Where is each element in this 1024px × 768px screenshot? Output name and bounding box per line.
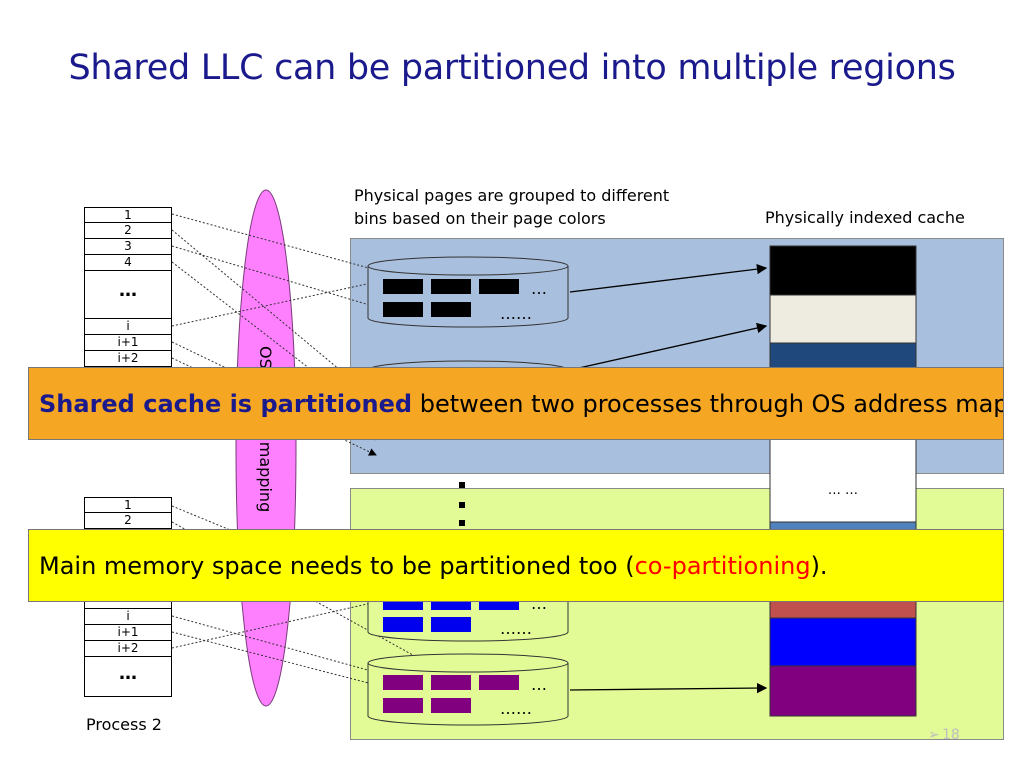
- bins-caption-line1: Physical pages are grouped to different: [354, 186, 670, 205]
- page-row: i: [84, 319, 172, 335]
- bin-cylinder-black: … ……: [367, 256, 569, 328]
- bin-cylinder-purple: … ……: [367, 653, 569, 726]
- page-row: i+1: [84, 335, 172, 351]
- svg-text:……: ……: [500, 699, 532, 718]
- svg-text:… …: … …: [828, 483, 858, 498]
- page-row-ellipsis: …: [84, 271, 172, 319]
- page-row: i+1: [84, 625, 172, 641]
- banner-shared-cache-rest: between two processes through OS address…: [412, 390, 1004, 418]
- page-row-ellipsis: …: [84, 657, 172, 697]
- svg-text:……: ……: [500, 304, 532, 323]
- banner-co-partitioning: Main memory space needs to be partitione…: [28, 529, 1004, 602]
- bins-caption-line2: bins based on their page colors: [354, 209, 606, 228]
- svg-text:……: ……: [500, 619, 532, 638]
- process1-page-table: 1 2 3 4 … i i+1 i+2: [84, 207, 172, 367]
- svg-text:…: …: [531, 675, 547, 694]
- page-row: i+2: [84, 641, 172, 657]
- page-row: 1: [84, 207, 172, 223]
- vertical-ellipsis: [459, 482, 465, 526]
- page-row: 2: [84, 513, 172, 529]
- banner-shared-cache-bold: Shared cache is partitioned: [39, 390, 413, 418]
- page-row: i: [84, 609, 172, 625]
- banner-co-partitioning-pre: Main memory space needs to be partitione…: [39, 552, 635, 580]
- banner-co-partitioning-post: ).: [810, 552, 828, 580]
- slide-number-marker: ➢: [928, 727, 940, 743]
- cache-caption: Physically indexed cache: [765, 208, 965, 227]
- banner-co-partitioning-highlight: co-partitioning: [634, 552, 811, 580]
- bin-to-cache-arrows: [569, 263, 768, 694]
- bins-caption: Physical pages are grouped to different …: [354, 184, 669, 230]
- page-row: i+2: [84, 351, 172, 367]
- process2-label: Process 2: [86, 715, 162, 734]
- page-row: 4: [84, 255, 172, 271]
- svg-text:…: …: [531, 279, 547, 298]
- page-row: 1: [84, 497, 172, 513]
- banner-shared-cache: Shared cache is partitioned between two …: [28, 367, 1004, 440]
- page-row: 2: [84, 223, 172, 239]
- slide-title: Shared LLC can be partitioned into multi…: [68, 48, 956, 88]
- slide-number: 18: [942, 727, 960, 743]
- physically-indexed-cache: … …: [769, 245, 917, 717]
- page-row: 3: [84, 239, 172, 255]
